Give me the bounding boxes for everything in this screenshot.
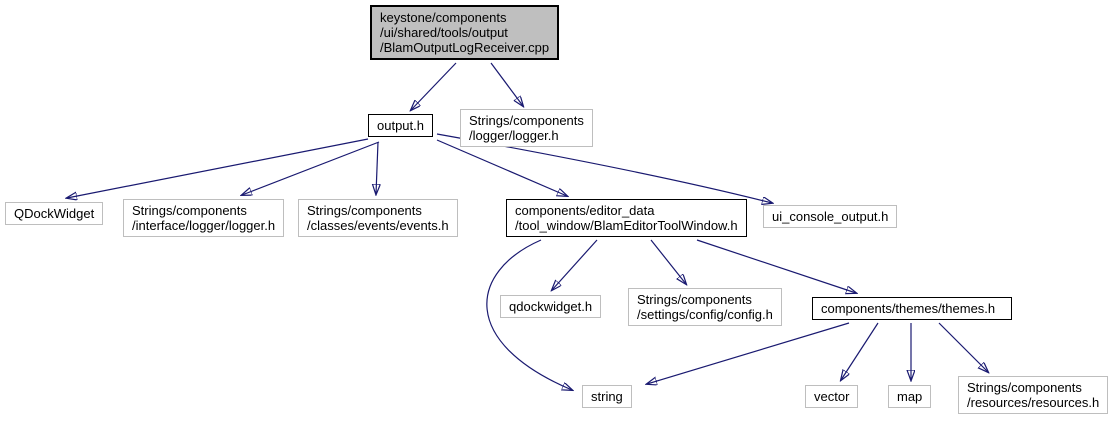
edge-editor-to-qdockwidget-h [552,239,598,290]
edge-themes-h-to-string [647,322,850,384]
edge-output-h-to-events-h [376,141,378,194]
edge-main-to-logger-h [490,62,523,106]
edge-editor-to-themes-h [696,239,856,293]
edge-output-h-to-editor-tool-window-h [436,139,567,196]
node-string: string [582,385,632,408]
edge-editor-to-string [486,239,572,390]
edge-themes-h-to-resources-h [938,322,988,372]
node-qdockwidget-h: qdockwidget.h [500,295,602,318]
node-strings-interface-logger-h: Strings/components /interface/logger/log… [123,199,285,237]
edge-themes-h-to-vector [841,322,879,380]
node-ui-console-output-h: ui_console_output.h [763,205,898,228]
node-strings-events-h: Strings/components /classes/events/event… [298,199,458,237]
node-components-themes-h[interactable]: components/themes/themes.h [812,297,1012,320]
edge-main-to-output-h [411,62,457,110]
edge-output-h-to-interface-logger-h [242,141,380,195]
node-qdockwidget-class: QDockWidget [5,202,104,225]
node-map: map [888,385,932,408]
node-blam-editor-tool-window-h[interactable]: components/editor_data /tool_window/Blam… [506,199,747,237]
node-strings-config-h: Strings/components /settings/config/conf… [628,288,782,326]
node-vector: vector [805,385,859,408]
edge-editor-to-config-h [650,239,686,284]
node-strings-resources-h: Strings/components /resources/resources.… [958,376,1109,414]
node-main-blam-output-log-receiver-cpp: keystone/components /ui/shared/tools/out… [370,5,560,60]
node-output-h[interactable]: output.h [368,114,433,137]
edge-output-h-to-qdockwidget [67,138,369,198]
node-strings-logger-h: Strings/components /logger/logger.h [460,109,593,147]
